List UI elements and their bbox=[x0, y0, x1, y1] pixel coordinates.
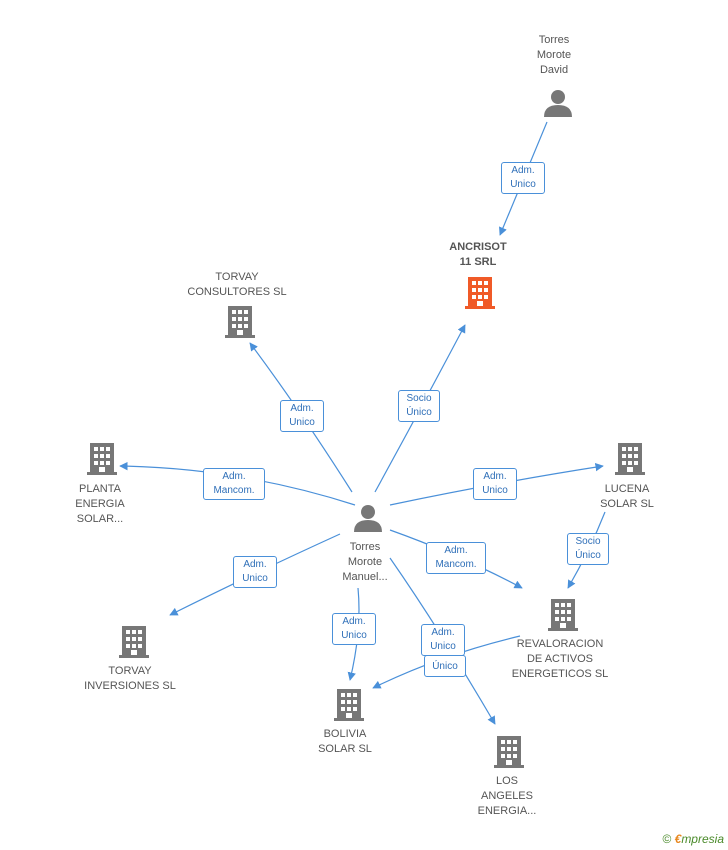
edge-label-manuel-ancrisot[interactable]: Socio Único bbox=[398, 390, 440, 422]
building-icon-ancrisot bbox=[465, 277, 495, 309]
brand-name: mpresia bbox=[681, 832, 724, 846]
node-label-lucena-solar[interactable]: LUCENA SOLAR SL bbox=[600, 483, 654, 510]
edge-label-manuel-los-angeles[interactable]: Adm. Unico bbox=[421, 624, 465, 656]
building-icon-bolivia-solar bbox=[334, 689, 364, 721]
edge-label-manuel-revaloracion[interactable]: Adm. Mancom. bbox=[426, 542, 486, 574]
person-icon-david bbox=[544, 90, 572, 117]
copyright-icon: © bbox=[662, 832, 672, 846]
node-label-torres-morote-david[interactable]: Torres Morote David bbox=[536, 34, 572, 76]
building-icon-los-angeles bbox=[494, 736, 524, 768]
node-label-torvay-inversiones[interactable]: TORVAY INVERSIONES SL bbox=[84, 665, 176, 692]
node-label-revaloracion[interactable]: REVALORACION DE ACTIVOS ENERGETICOS SL bbox=[511, 638, 609, 680]
edge-label-manuel-bolivia[interactable]: Adm. Unico bbox=[332, 613, 376, 645]
edge-label-revaloracion-bolivia[interactable]: Único bbox=[424, 655, 466, 677]
node-label-bolivia-solar[interactable]: BOLIVIA SOLAR SL bbox=[318, 728, 372, 755]
footer-credit: © €mpresia bbox=[662, 832, 724, 846]
edge-label-manuel-planta[interactable]: Adm. Mancom. bbox=[203, 468, 265, 500]
edge-label-manuel-torvay-inversiones[interactable]: Adm. Unico bbox=[233, 556, 277, 588]
node-label-torvay-consultores[interactable]: TORVAY CONSULTORES SL bbox=[187, 271, 287, 298]
edge-label-lucena-revaloracion[interactable]: Socio Único bbox=[567, 533, 609, 565]
brand-logo-mark: € bbox=[674, 832, 682, 846]
building-icon-torvay-inversiones bbox=[119, 626, 149, 658]
person-icon-manuel bbox=[354, 505, 382, 532]
building-icon-lucena-solar bbox=[615, 443, 645, 475]
building-icon-planta-energia bbox=[87, 443, 117, 475]
edge-label-manuel-torvay-consultores[interactable]: Adm. Unico bbox=[280, 400, 324, 432]
node-label-torres-morote-manuel[interactable]: Torres Morote Manuel... bbox=[342, 541, 388, 583]
node-label-planta-energia[interactable]: PLANTA ENERGIA SOLAR... bbox=[75, 483, 125, 525]
building-icon-revaloracion bbox=[548, 599, 578, 631]
edge-label-manuel-lucena[interactable]: Adm. Unico bbox=[473, 468, 517, 500]
node-label-ancrisot[interactable]: ANCRISOT 11 SRL bbox=[449, 241, 507, 268]
building-icon-torvay-consultores bbox=[225, 306, 255, 338]
node-label-los-angeles[interactable]: LOS ANGELES ENERGIA... bbox=[477, 775, 537, 817]
edge-label-david-ancrisot[interactable]: Adm. Unico bbox=[501, 162, 545, 194]
